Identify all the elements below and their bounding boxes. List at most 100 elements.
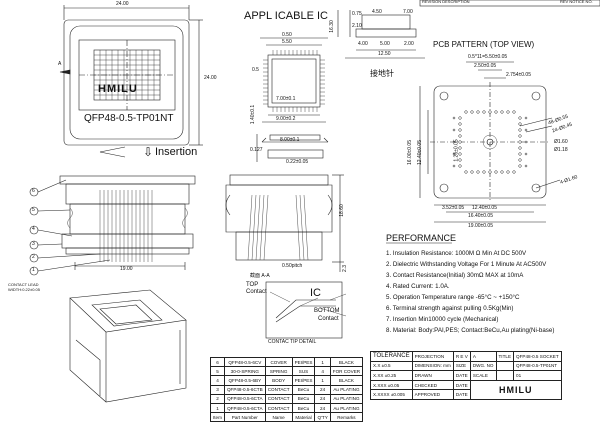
performance-item-5: 5. Operation Temperature range -65°C ~ +… [386, 294, 520, 301]
checked-label: CHECKED [411, 379, 454, 391]
pcb-dim-2: 2.754±0.05 [506, 72, 531, 78]
socket-iso-view [69, 289, 187, 403]
insertion-label: Insertion [155, 146, 198, 158]
applicable-ic-drawing [256, 37, 329, 162]
section-pitch: 0.50pitch [282, 263, 303, 269]
ic-dim-overall: 9.00±0.2 [276, 116, 296, 122]
title-block: TOLERANCE PROJECTION R E V A TITLE QFP48… [370, 351, 562, 400]
front-width-dim: 19.00 [120, 266, 133, 272]
pcb-dim-1: 2.50±0.05 [474, 63, 497, 69]
performance-item-4: 4. Rated Current: 1.0A. [386, 283, 450, 290]
sv-dim-2: 4.50 [372, 9, 382, 15]
pcb-note: 接地针 [370, 69, 394, 78]
sv-dim-3: 7.00 [403, 9, 413, 15]
contact-tip-ic: IC [310, 287, 321, 299]
title-line-2: QFP48-0.5-TP01NT [513, 360, 562, 372]
date-label-2: DATE [452, 379, 471, 391]
section-view [225, 174, 344, 272]
sheet-value: 01 [513, 370, 562, 381]
ic-dim-lead: 0.127 [250, 147, 263, 153]
performance-item-8: 8. Material: Body:PAI,PES; Contact:BeCu,… [386, 327, 555, 334]
ic-dim-lead-width: 0.22±0.05 [286, 159, 309, 165]
dimension-label: DIMENSION: [414, 363, 442, 369]
socket-part-number: QFP48-0.5-TP01NT [84, 113, 174, 124]
projection-label: PROJECTION [411, 351, 454, 362]
performance-item-3: 3. Contact Resistance(Initial) 30mΩ MAX … [386, 272, 524, 279]
pcb-dim-4: 12.40±0.05 [417, 140, 423, 165]
ic-dim-side: 0.5 [252, 67, 259, 73]
pcb-dim-7: 12.40±0.05 [472, 205, 497, 211]
contact-tip-bottom: BOTTOM [314, 308, 340, 314]
performance-item-6: 6. Terminal strength against pulling 0.5… [386, 305, 514, 312]
date-label-3: DATE [452, 389, 471, 400]
callout-4: 4 [32, 226, 35, 232]
drawn-label: DRAWN [411, 370, 454, 381]
hmilu-logo-title: HMILU [498, 384, 533, 395]
section-height: 18.60 [338, 204, 345, 217]
performance-title: PERFORMANCE [386, 233, 457, 243]
ic-dim-pitch: 0.50 [282, 32, 292, 38]
title-label: TITLE [495, 351, 515, 362]
callout-5: 5 [32, 207, 35, 213]
sv-dim-7: 12.50 [378, 51, 391, 57]
tol-row-3: X.XXX ±0.05 [370, 379, 413, 391]
callout-3: 3 [32, 241, 35, 247]
rev-notice-label: REV NOTICE NO. [560, 0, 593, 4]
callout-2: 2 [32, 254, 35, 260]
pcb-title: PCB PATTERN (TOP VIEW) [433, 40, 535, 49]
section-height-2: 2.3 [341, 265, 348, 272]
ic-dim-span: 5.50 [282, 39, 292, 45]
hmilu-logo-top: HMILU [98, 83, 138, 95]
sv-dim-5: 4.00 [358, 41, 368, 47]
approved-label: APPROVED [411, 389, 454, 400]
performance-item-7: 7. Insertion Min10000 cycle (Mechanical) [386, 316, 499, 323]
sv-dim-0: 0.75 [352, 11, 362, 17]
line-drawing [29, 0, 600, 403]
socket-front-view [29, 175, 196, 276]
rev-label: R E V [452, 351, 471, 362]
callout-1: 1 [32, 267, 35, 273]
pcb-dim-14: Ø1.18 [554, 147, 568, 153]
contact-tip-detail [265, 281, 347, 339]
pcb-pattern [419, 61, 561, 223]
contact-lead-label: CONTACT LEAD [8, 282, 39, 287]
revision-label: REVISION DESCRIPTION [422, 0, 470, 4]
sv-dim-1: 2.10 [352, 23, 362, 29]
callout-6: 6 [32, 188, 35, 194]
rev-value: A [469, 351, 497, 362]
drawing-sheet: REVISION DESCRIPTION REV NOTICE NO. 2 4.0… [8, 0, 600, 422]
title-line-1: QFP48-0.5 SOCKET [513, 351, 562, 362]
sv-dim-8: 16.30 [328, 20, 335, 33]
pcb-dim-13: Ø1.60 [554, 139, 568, 145]
contact-tip-contact: Contact [246, 289, 267, 295]
pcb-dim-5: 1.26±0.05 [453, 139, 460, 162]
size-label: SIZE [452, 360, 471, 372]
insertion-arrow-icon: ⇩ [143, 145, 154, 159]
insertion-arrows [99, 146, 126, 158]
dwg-no-label: DWG. NO [469, 360, 497, 372]
socket-top-view [59, 5, 203, 146]
performance-item-2: 2. Dielectric Withstanding Voltage For 1… [386, 261, 547, 268]
dimension-unit: mm [443, 363, 451, 369]
performance-item-1: 1. Insulation Resistance: 1000M Ω Min At… [386, 250, 527, 257]
date-label-1: DATE [452, 370, 471, 381]
ic-dim-profile: 8.00±0.1 [280, 137, 300, 143]
pin-a-label: A [58, 61, 62, 67]
pcb-dim-6: 3.52±0.05 [442, 205, 465, 211]
sv-dim-4: 5.00 [380, 41, 390, 47]
tol-row-1: X.X ±0.5 [370, 360, 413, 372]
contact-tip-top: TOP [246, 282, 259, 288]
contact-lead-width: WIDTH:0.22±0.05 [8, 287, 40, 292]
contact-tip-contact-2: Contact [318, 316, 339, 322]
ic-dim-thickness: 1.40±0.1 [250, 104, 257, 125]
section-label: 截面 A-A [250, 273, 270, 279]
pcb-dim-0: 0.5*11=5.50±0.05 [468, 54, 508, 60]
sv-dim-6: 2.00 [404, 41, 414, 47]
ic-dim-body: 7.00±0.1 [276, 96, 296, 102]
